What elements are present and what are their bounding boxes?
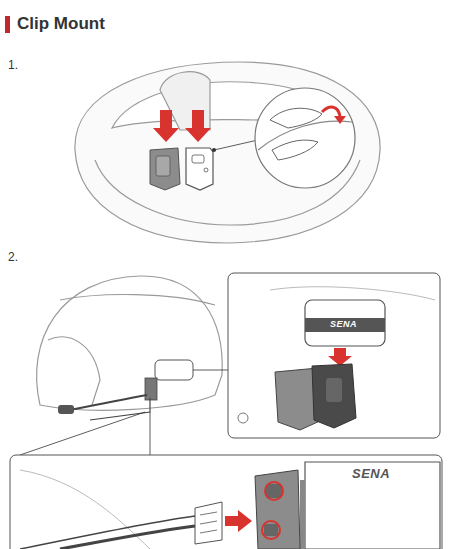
clip-plates [150, 148, 213, 190]
leader-line [150, 412, 151, 455]
helmet-side [37, 276, 223, 410]
helmet-interior [75, 62, 380, 243]
title-bar [5, 16, 10, 33]
brand-logo: SENA [352, 466, 390, 481]
side-device [58, 360, 193, 420]
bottom-detail [10, 455, 442, 549]
step-number: 2. [8, 250, 18, 264]
leader-line [193, 370, 228, 371]
down-arrows [153, 110, 211, 142]
section-title: Clip Mount [17, 14, 105, 34]
leader-dot [212, 148, 216, 152]
leader-line [214, 140, 258, 150]
step-number: 1. [8, 58, 18, 72]
brand-logo: SENA [330, 319, 357, 329]
detail-panel [228, 273, 440, 438]
detail-circle [255, 88, 355, 188]
leader-line [20, 412, 145, 455]
